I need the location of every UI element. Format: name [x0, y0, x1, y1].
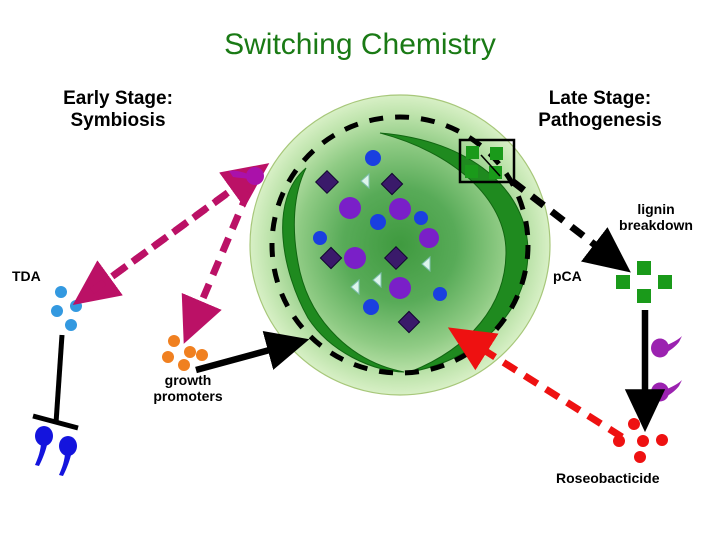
- particle-pale-triangles: [350, 172, 431, 296]
- label-early-stage: Early Stage: Symbiosis: [63, 88, 173, 131]
- page-title: Switching Chemistry: [224, 28, 496, 61]
- label-roseobacticide: Roseobacticide: [556, 470, 660, 486]
- label-pca: pCA: [553, 268, 582, 284]
- arrow-tda-inhibits-bacteria: [32, 334, 79, 431]
- arrow-roseobacticide-to-cell: [447, 327, 624, 440]
- arrow-tda-cell-exchange: [72, 163, 270, 305]
- particle-dark-diamonds: [314, 169, 421, 334]
- growth-promoter-cluster: [162, 335, 208, 371]
- label-tda: TDA: [12, 268, 41, 284]
- chloroplast-minor: [282, 167, 405, 373]
- arrow-lignin-to-pca: [509, 178, 631, 273]
- cell-particles: [313, 150, 447, 334]
- label-late-stage: Late Stage: Pathogenesis: [538, 88, 662, 131]
- roseobacter-bacteria: [651, 336, 682, 402]
- label-growth-promoters: growth promoters: [153, 372, 223, 405]
- roseobacticide-cluster: [613, 418, 668, 463]
- arrow-growth-promoters-to-cell: [195, 331, 310, 374]
- cell-membrane-dashed: [269, 114, 531, 376]
- particle-purple-circles: [339, 197, 439, 299]
- tda-molecule-cluster: [51, 286, 82, 331]
- label-lignin-breakdown: lignin breakdown: [619, 201, 693, 234]
- lignin-link-line: [480, 154, 501, 177]
- lignin-callout-box: [458, 138, 516, 184]
- lignin-squares: [465, 146, 503, 179]
- pca-molecule-cluster: [616, 261, 672, 303]
- tda-target-bacteria: [35, 426, 77, 476]
